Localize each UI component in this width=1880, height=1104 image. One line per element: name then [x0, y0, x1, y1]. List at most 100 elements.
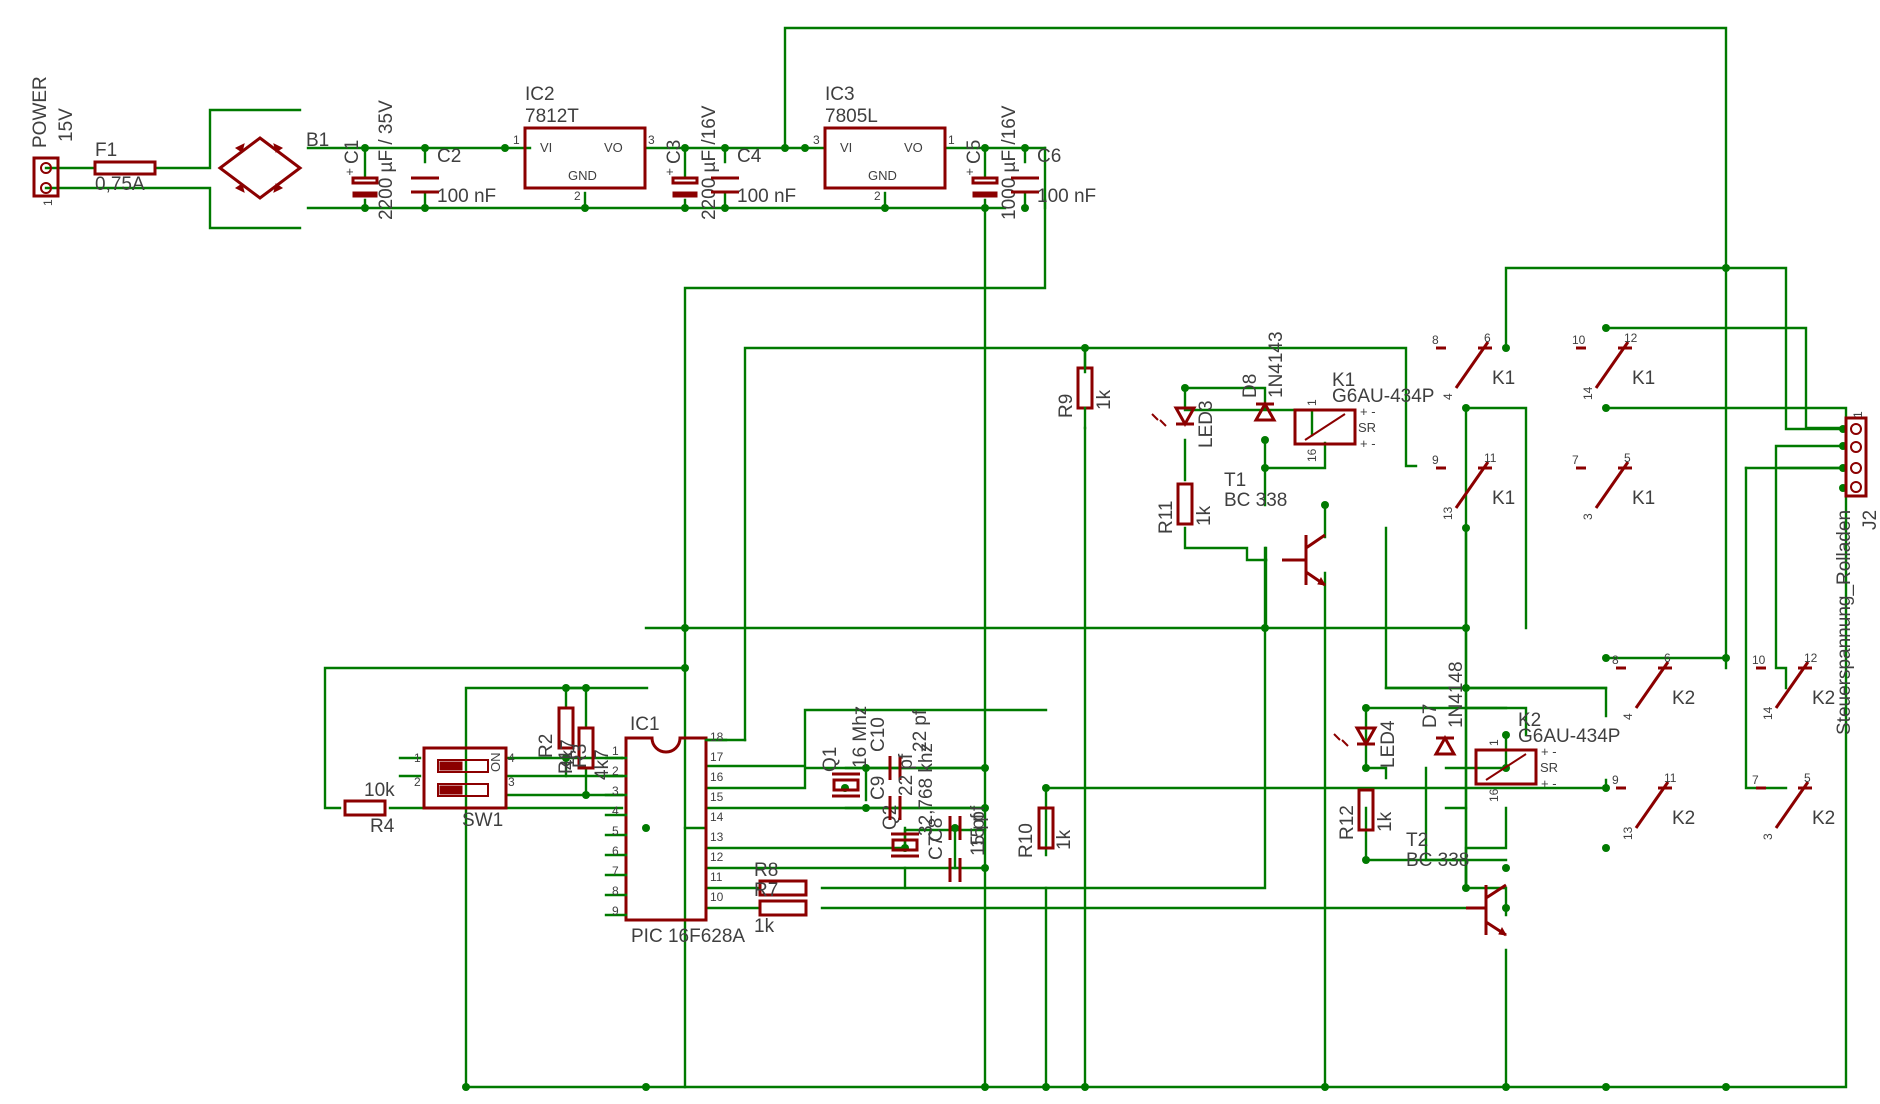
fuse-value: 0,75A	[95, 174, 145, 195]
ic1-pin-label: 18	[710, 730, 724, 744]
capacitor-c8: C8 15 pf	[926, 805, 989, 848]
r10-value: 1k	[1054, 829, 1075, 850]
sw1-name: SW1	[462, 810, 503, 831]
resistor-r3: R3 4k7	[570, 726, 613, 780]
ic2-vo: VO	[604, 140, 623, 155]
resistor-r9: R9 1k	[1056, 346, 1115, 430]
junctions	[361, 144, 1847, 1091]
ic1-pin-label: 4	[612, 804, 619, 818]
q2-value: 32,768 khz	[916, 743, 937, 836]
ic3-value: 7805L	[825, 106, 878, 127]
capacitor-c6: C6 100 nF	[1011, 146, 1096, 207]
power-connector-name: POWER	[30, 76, 51, 148]
relay-contact-label: K2	[1672, 688, 1695, 709]
relay-contact-pin: 14	[1761, 706, 1775, 720]
r12-name: R12	[1337, 805, 1358, 840]
led-led3: LED3	[1151, 400, 1217, 448]
ic3-pin1: 1	[948, 133, 955, 147]
relay1-name: K1	[1332, 370, 1355, 391]
relay-contact-pin: 10	[1752, 653, 1766, 667]
ic1-pin-label: 3	[612, 784, 619, 798]
ic2-pin3: 3	[648, 133, 655, 147]
relay-contact-pin: 13	[1441, 506, 1455, 520]
ic1-pin-label: 15	[710, 790, 724, 804]
ic1-pin-label: 14	[710, 810, 724, 824]
sw1-pin4: 4	[508, 751, 515, 765]
sw1-pin3: 3	[508, 775, 515, 789]
ic3-vi: VI	[840, 140, 852, 155]
r3-name: R3	[570, 744, 591, 768]
capacitor-c7: C7 15 pf	[926, 813, 989, 882]
t2-value: BC 338	[1406, 850, 1469, 871]
relay-contact-pin: 3	[1581, 513, 1595, 520]
relay2-name: K2	[1518, 710, 1541, 731]
resistor-r12: R12 1k	[1337, 788, 1396, 840]
r11-name: R11	[1156, 501, 1177, 534]
r1-name: R1	[556, 750, 577, 774]
relay-contact-label: K2	[1812, 688, 1835, 709]
c9-name: C9	[868, 776, 889, 800]
relay-contact-pin: 8	[1612, 653, 1619, 667]
c6-name: C6	[1037, 146, 1061, 167]
q1-value: 16 Mhz	[850, 706, 871, 768]
ic1-pin-label: 12	[710, 850, 724, 864]
c3-value: 2200 µF /16V	[699, 105, 720, 220]
relay-contact-pin: 7	[1572, 453, 1579, 467]
ic2-pin1: 1	[513, 133, 520, 147]
svg-text:+: +	[666, 164, 674, 179]
d7-name: D7	[1420, 704, 1441, 728]
relay1-sr: SR	[1358, 420, 1376, 435]
svg-text:+ -: + -	[1360, 404, 1376, 419]
capacitor-c2: C2 100 nF	[411, 146, 496, 207]
ic2-name: IC2	[525, 84, 555, 105]
relay-contact-pin: 5	[1804, 771, 1811, 785]
resistor-r10: R10 1k	[1016, 806, 1075, 858]
fuse-f1: F1 0,75A	[93, 140, 157, 195]
ic1-pin-label: 2	[612, 764, 619, 778]
ic1-pin-label: 16	[710, 770, 724, 784]
relay-contact-label: K2	[1812, 808, 1835, 829]
j2-name: J2	[1860, 510, 1880, 530]
relay2-value: G6AU-434P	[1518, 726, 1620, 747]
d8-value: 1N4143	[1266, 331, 1287, 398]
ic1-pin-label: 10	[710, 890, 724, 904]
c1-name: C1	[342, 140, 363, 164]
ic1-pin-label: 1	[612, 744, 619, 758]
relay-contact-pin: 4	[1621, 713, 1635, 720]
capacitor-c4: C4 100 nF	[711, 146, 796, 207]
ic3-gnd: GND	[868, 168, 897, 183]
r10-name: R10	[1016, 823, 1037, 858]
sw1-pin1: 1	[414, 751, 421, 765]
j2-value: Steuerspannung_Rolladen	[1834, 510, 1855, 735]
relay2-sr: SR	[1540, 760, 1558, 775]
sw1-on: ON	[488, 753, 503, 773]
ic3-pin2: 2	[874, 189, 881, 203]
relay-contact-pin: 11	[1484, 451, 1497, 465]
r4-value: 10k	[364, 780, 395, 801]
relay-contact-pin: 6	[1484, 331, 1491, 345]
relay-contact-pin: 4	[1441, 393, 1455, 400]
c7-name: C7	[926, 836, 947, 860]
transistor-t1: T1 BC 338	[1224, 470, 1326, 587]
t2-name: T2	[1406, 830, 1428, 851]
relay-contact-pin: 12	[1804, 651, 1818, 665]
wires	[44, 26, 1848, 1089]
t1-name: T1	[1224, 470, 1246, 491]
r7-value: 1k	[754, 916, 775, 937]
r2-value: 4k7	[558, 739, 579, 770]
q1-name: Q1	[820, 747, 841, 772]
fuse-name: F1	[95, 140, 117, 161]
c10-name: C10	[868, 717, 889, 752]
r4-name: R4	[370, 816, 395, 837]
d7-value: 1N4148	[1446, 661, 1467, 728]
c3-name: C3	[664, 140, 685, 164]
relay-contact-pin: 11	[1664, 771, 1677, 785]
r9-value: 1k	[1094, 389, 1115, 410]
c1-value: 2200 µF / 35V	[376, 100, 397, 220]
